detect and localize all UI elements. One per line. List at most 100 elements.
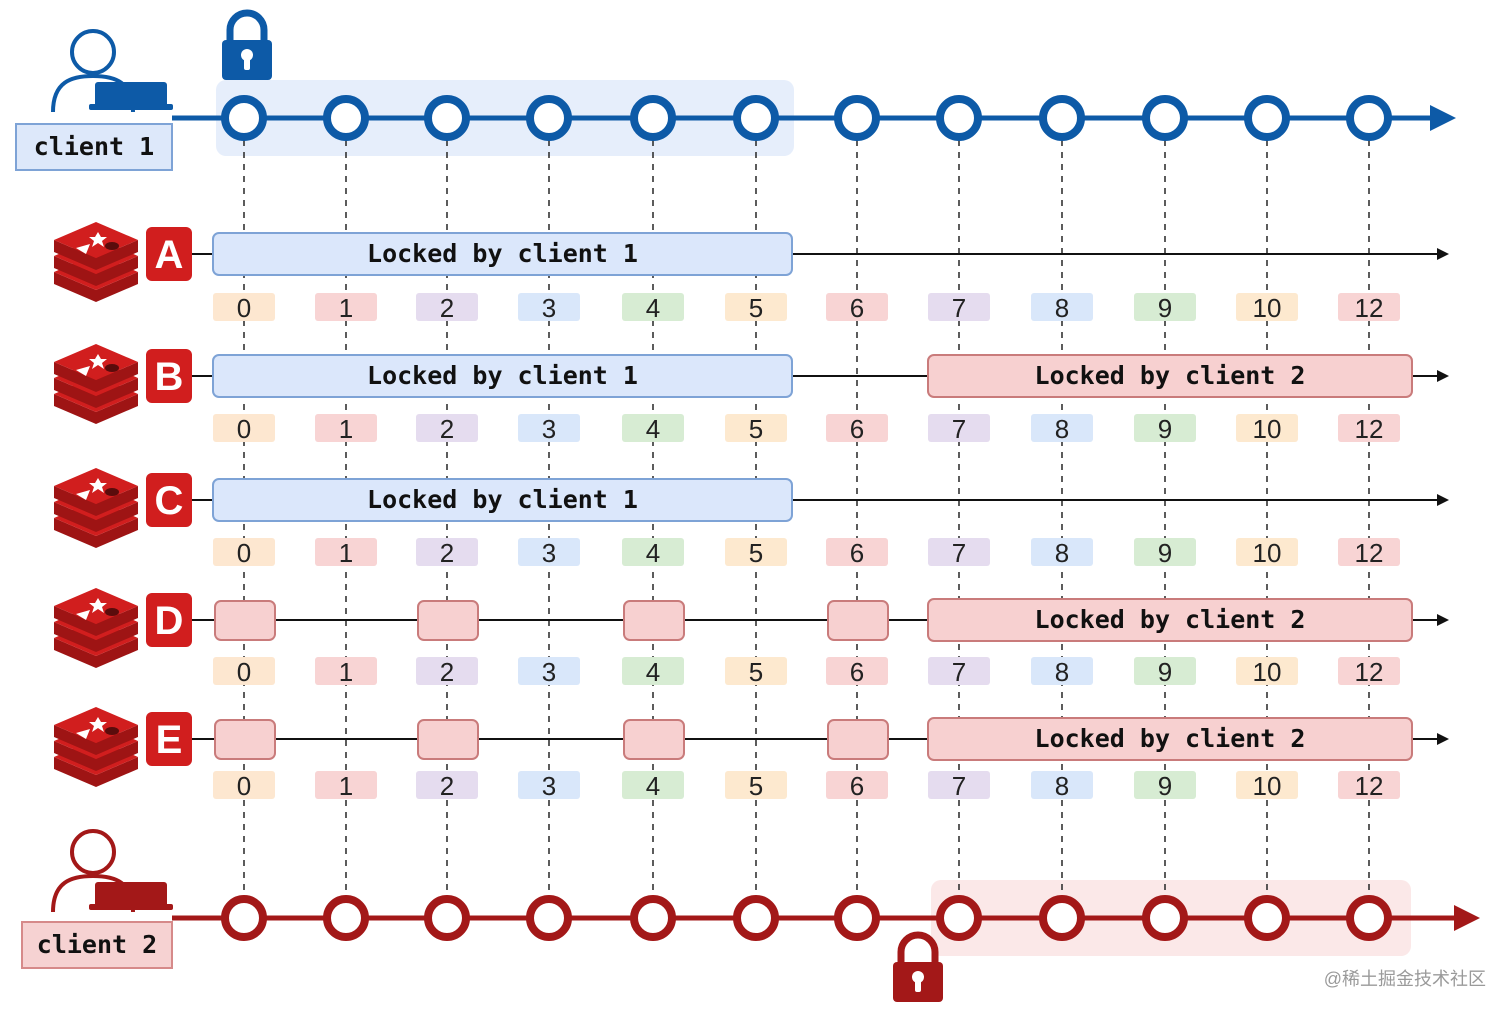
time-tick-label: 4 xyxy=(646,414,660,444)
time-tick-label: 3 xyxy=(542,293,556,323)
time-tick-chip xyxy=(1031,293,1093,321)
client2-time-node xyxy=(834,895,880,941)
time-tick-label: 0 xyxy=(237,414,251,444)
time-tick-label: 7 xyxy=(952,293,966,323)
time-tick-label: 6 xyxy=(850,414,864,444)
client2-time-node xyxy=(1244,895,1290,941)
time-tick-chip xyxy=(725,293,787,321)
time-tick-label: 2 xyxy=(440,414,454,444)
time-tick-chip xyxy=(1236,293,1298,321)
redis-stack-icon xyxy=(54,344,138,424)
client2-time-node xyxy=(526,895,572,941)
client1-time-node xyxy=(936,95,982,141)
lock-held-bar xyxy=(927,598,1413,642)
time-tick-chip xyxy=(315,771,377,799)
time-tick-chip xyxy=(1236,538,1298,566)
time-tick-chip xyxy=(1031,657,1093,685)
time-tick-label: 1 xyxy=(339,771,353,801)
time-tick-label: 12 xyxy=(1355,293,1384,323)
lock-attempt-box xyxy=(214,719,276,760)
lock-attempt-box xyxy=(827,600,889,641)
time-tick-label: 8 xyxy=(1055,293,1069,323)
client2-label: client 2 xyxy=(37,930,157,959)
client1-time-node xyxy=(1142,95,1188,141)
time-tick-chip xyxy=(1031,414,1093,442)
time-tick-label: 8 xyxy=(1055,414,1069,444)
time-tick-chip xyxy=(725,771,787,799)
node-label-badge xyxy=(146,593,192,647)
time-tick-chip xyxy=(315,293,377,321)
time-tick-label: 5 xyxy=(749,538,763,568)
user-laptop-icon xyxy=(51,29,173,113)
client1-time-node xyxy=(1039,95,1085,141)
time-tick-chip xyxy=(315,414,377,442)
time-tick-label: 8 xyxy=(1055,771,1069,801)
lock-held-bar xyxy=(927,354,1413,398)
lock-held-label: Locked by client 2 xyxy=(1035,724,1306,753)
user-laptop-icon xyxy=(51,829,173,913)
time-tick-chip xyxy=(1338,293,1400,321)
time-tick-chip xyxy=(518,771,580,799)
time-tick-chip xyxy=(725,538,787,566)
time-tick-chip xyxy=(1338,538,1400,566)
time-tick-chip xyxy=(518,538,580,566)
client1-time-node xyxy=(526,95,572,141)
client1-time-node xyxy=(630,95,676,141)
time-tick-label: 12 xyxy=(1355,414,1384,444)
client1-time-node xyxy=(834,95,880,141)
time-tick-chip xyxy=(416,414,478,442)
client1-time-node xyxy=(221,95,267,141)
client2-axis-arrow xyxy=(1454,905,1480,931)
time-tick-label: 1 xyxy=(339,538,353,568)
lock-attempt-box xyxy=(827,719,889,760)
time-tick-label: 8 xyxy=(1055,657,1069,687)
time-tick-chip xyxy=(1236,414,1298,442)
time-tick-label: 12 xyxy=(1355,657,1384,687)
time-tick-chip xyxy=(1134,538,1196,566)
time-tick-label: 6 xyxy=(850,771,864,801)
time-tick-chip xyxy=(1236,771,1298,799)
client2-time-node xyxy=(1346,895,1392,941)
node-label-badge xyxy=(146,712,192,766)
client2-time-node xyxy=(733,895,779,941)
lock-held-label: Locked by client 1 xyxy=(367,361,638,390)
client1-time-node xyxy=(1346,95,1392,141)
lock-attempt-box xyxy=(417,719,479,760)
time-tick-label: 0 xyxy=(237,771,251,801)
node-label-badge xyxy=(146,227,192,281)
lock-attempt-box xyxy=(623,600,685,641)
time-tick-label: 2 xyxy=(440,771,454,801)
time-tick-label: 10 xyxy=(1253,538,1282,568)
client1-time-node xyxy=(424,95,470,141)
lock-held-bar xyxy=(212,354,793,398)
time-tick-label: 2 xyxy=(440,538,454,568)
time-tick-chip xyxy=(826,414,888,442)
time-tick-chip xyxy=(416,538,478,566)
time-tick-label: 3 xyxy=(542,538,556,568)
time-tick-chip xyxy=(1031,771,1093,799)
client2-time-node xyxy=(323,895,369,941)
time-tick-chip xyxy=(622,771,684,799)
time-tick-label: 4 xyxy=(646,293,660,323)
client2-time-node xyxy=(630,895,676,941)
time-tick-chip xyxy=(928,657,990,685)
time-tick-label: 0 xyxy=(237,538,251,568)
time-tick-label: 6 xyxy=(850,538,864,568)
client1-axis-arrow xyxy=(1430,105,1456,131)
time-tick-label: 8 xyxy=(1055,538,1069,568)
time-tick-chip xyxy=(1338,657,1400,685)
time-tick-label: 6 xyxy=(850,657,864,687)
time-tick-label: 5 xyxy=(749,414,763,444)
time-tick-chip xyxy=(622,538,684,566)
lock-attempt-box xyxy=(417,600,479,641)
client1-label-box xyxy=(15,123,173,171)
time-tick-label: 1 xyxy=(339,414,353,444)
time-tick-label: 9 xyxy=(1158,538,1172,568)
time-tick-chip xyxy=(315,538,377,566)
time-tick-label: 7 xyxy=(952,538,966,568)
